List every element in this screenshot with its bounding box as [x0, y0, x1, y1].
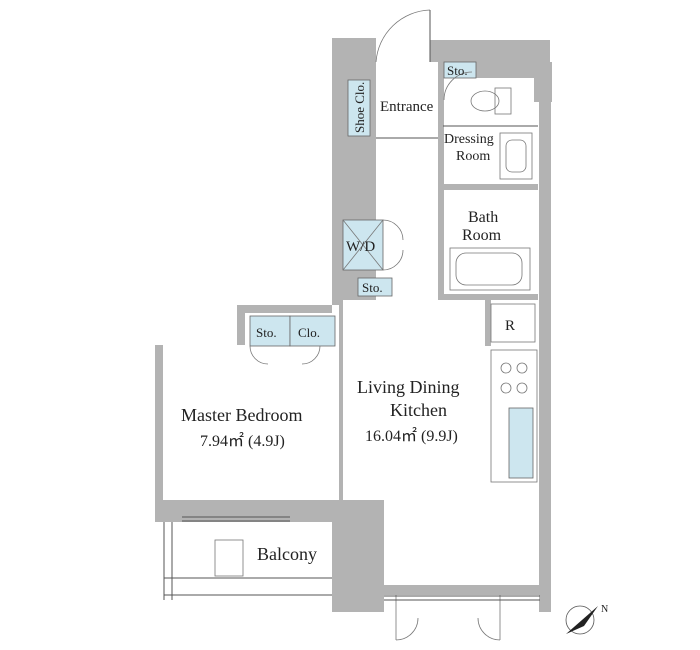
storage-mid-label: Sto.	[362, 280, 383, 295]
front-door-swing	[375, 9, 431, 63]
bath-room-label-2: Room	[462, 227, 502, 244]
ldk-window-door-right	[477, 595, 501, 641]
fixtures	[214, 61, 538, 577]
compass-north-label: N	[601, 604, 608, 615]
ldk-label-1: Living Dining	[357, 377, 460, 397]
bedroom-closet-label: Clo.	[298, 325, 320, 340]
bedroom-closet-door-2	[301, 345, 321, 365]
refrigerator-label: R	[505, 318, 515, 334]
windows	[163, 516, 540, 601]
kitchen-sink-fixture	[508, 407, 534, 479]
wd-door-swing	[382, 219, 404, 241]
north-arrow-icon	[566, 606, 598, 634]
bedroom-storage-label: Sto.	[256, 325, 277, 340]
balcony-label: Balcony	[257, 544, 317, 564]
entrance-label: Entrance	[380, 99, 434, 115]
bath-room-label-1: Bath	[468, 209, 498, 226]
partitions	[339, 60, 538, 500]
balcony-ac-unit	[214, 539, 244, 577]
master-bedroom-label: Master Bedroom	[181, 405, 302, 425]
floors	[163, 62, 539, 612]
kitchen-counter	[490, 349, 538, 483]
stove-icon	[500, 362, 528, 394]
toilet-icon	[470, 87, 512, 115]
bedroom-closet-fixture	[289, 315, 336, 347]
master-bedroom-area: 7.94㎡ (4.9J)	[200, 432, 285, 450]
dressing-room-label-1: Dressing	[444, 132, 494, 147]
bedroom-storage-fixture	[249, 315, 291, 347]
doors	[249, 9, 501, 641]
storage-mid-fixture	[357, 277, 393, 297]
ldk-label-2: Kitchen	[390, 400, 447, 420]
storage-top-fixture	[443, 61, 477, 79]
room-labels: Entrance Shoe Clo. Sto. Dressing Room Ba…	[181, 63, 515, 564]
dressing-room-label-2: Room	[456, 149, 490, 164]
storage-top-label: Sto.	[447, 63, 468, 78]
compass: N	[565, 604, 608, 635]
ldk-area: 16.04㎡ (9.9J)	[365, 427, 458, 445]
washer-label: W/D	[346, 239, 375, 255]
bedroom-closet-door-1	[249, 345, 269, 365]
ldk-window-door-left	[395, 595, 419, 641]
wd-door-swing-2	[382, 249, 404, 271]
bathtub-icon	[449, 247, 531, 291]
sink-icon	[499, 132, 533, 180]
compass-ring	[565, 605, 595, 635]
shoe-closet-label: Shoe Clo.	[352, 82, 367, 133]
shoe-closet-fixture	[347, 79, 371, 137]
refrigerator-fixture	[490, 303, 536, 343]
toilet-door-swing	[443, 71, 473, 101]
